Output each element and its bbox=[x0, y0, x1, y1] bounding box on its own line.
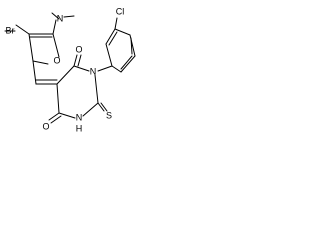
dimethylamino-nitrogen-label: N bbox=[57, 13, 64, 23]
thioxo-sulfur-label: S bbox=[106, 110, 112, 120]
bond-lines bbox=[4, 12, 136, 124]
aryl-nitrogen-label: N bbox=[90, 66, 97, 76]
lower-carbonyl-oxygen-label: O bbox=[42, 121, 49, 131]
bromine-atom-label: Br bbox=[6, 25, 15, 35]
upper-carbonyl-oxygen-label: O bbox=[75, 44, 82, 54]
chlorine-atom-label: Cl bbox=[116, 6, 125, 16]
atom-labels: Br N O O N N H S O Cl bbox=[6, 6, 125, 133]
nh-hydrogen-label: H bbox=[76, 123, 83, 133]
chemical-structure-diagram: Br N O O N N H S O Cl bbox=[4, 6, 136, 133]
furan-oxygen-label: O bbox=[53, 55, 60, 65]
nh-nitrogen-label: N bbox=[76, 112, 83, 122]
